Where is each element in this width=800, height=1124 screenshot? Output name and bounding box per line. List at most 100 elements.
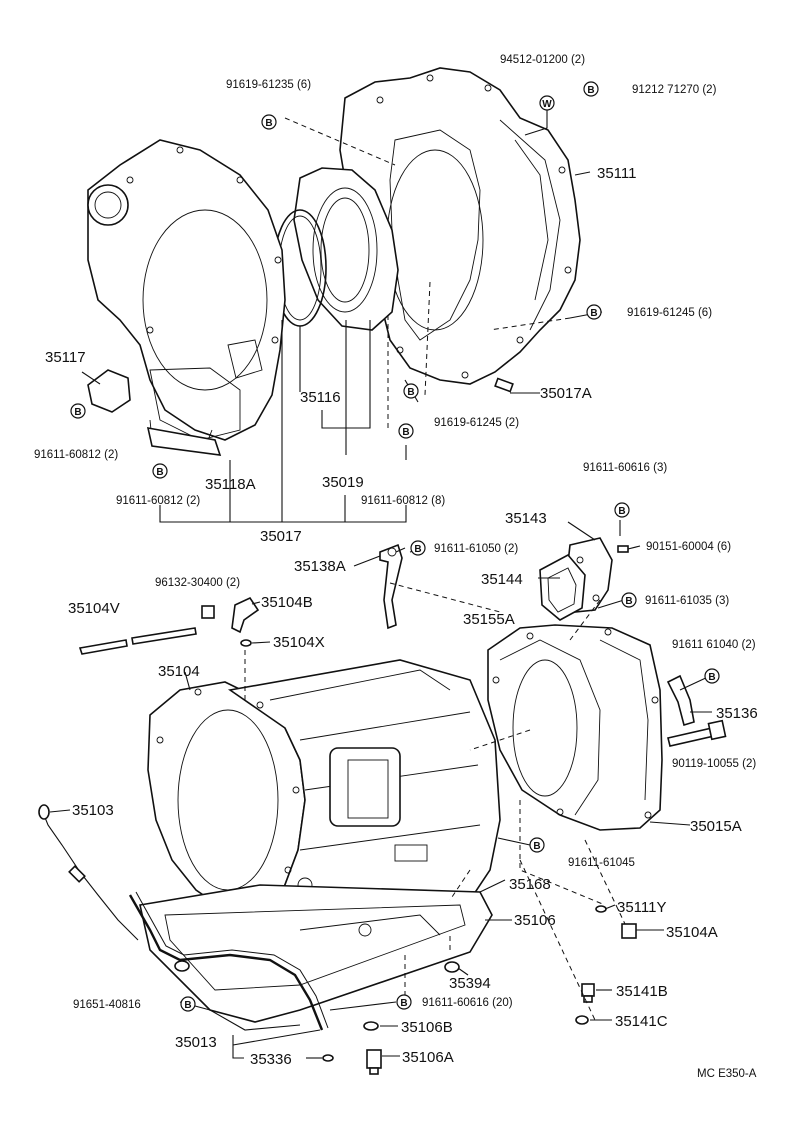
badge-b-91611-60812-mid: B	[152, 463, 168, 479]
label-35106b: 35106B	[401, 1019, 453, 1036]
svg-text:B: B	[590, 308, 597, 319]
svg-text:B: B	[618, 506, 625, 517]
callout-91611-60812-8: 91611-60812 (8)	[361, 495, 445, 507]
label-35141c: 35141C	[615, 1013, 668, 1030]
washer-35111y	[595, 905, 607, 913]
label-35136: 35136	[716, 705, 758, 722]
union-35104b	[201, 596, 260, 634]
label-35138a: 35138A	[294, 558, 346, 575]
label-35336: 35336	[250, 1051, 292, 1068]
svg-text:W: W	[542, 99, 552, 110]
svg-text:B: B	[402, 427, 409, 438]
gasket-35141c	[575, 1015, 589, 1025]
label-35104v: 35104V	[68, 600, 120, 617]
svg-text:B: B	[400, 998, 407, 1009]
callout-91611-60812-2b: 91611-60812 (2)	[116, 495, 200, 507]
bolt-90119	[667, 719, 727, 747]
gasket-35106b	[363, 1021, 379, 1031]
svg-text:B: B	[265, 118, 272, 129]
plate-35019	[293, 167, 399, 331]
badge-b-91651-40816: B	[180, 996, 196, 1012]
badge-b-91611-61045: B	[529, 837, 545, 853]
label-35106a: 35106A	[402, 1049, 454, 1066]
transmission-case-35104	[147, 659, 501, 926]
callout-91611-61040: 91611 61040 (2)	[672, 639, 756, 651]
callout-91619-61245-2: 91619-61245 (2)	[434, 417, 519, 429]
label-35019: 35019	[322, 474, 364, 491]
svg-text:B: B	[184, 1000, 191, 1011]
callout-91611-60616-20: 91611-60616 (20)	[422, 997, 513, 1009]
svg-text:B: B	[156, 467, 163, 478]
callout-96132-30400: 96132-30400 (2)	[155, 577, 240, 589]
badge-b-91619-61245-2: B	[403, 383, 419, 399]
badge-b-91611-60616-20: B	[396, 994, 412, 1010]
lever-35138a	[379, 543, 403, 630]
callout-91611-61045: 91611-61045	[568, 857, 635, 869]
badge-b-91212: B	[583, 81, 599, 97]
plug-35017a	[494, 377, 514, 393]
callout-91212-71270: 91212 71270 (2)	[632, 84, 717, 96]
svg-text:B: B	[533, 841, 540, 852]
label-35104x: 35104X	[273, 634, 325, 651]
svg-text:B: B	[587, 85, 594, 96]
label-35117: 35117	[45, 349, 86, 366]
plug-35106a	[366, 1049, 382, 1075]
diagram-reference-code: MC E350-A	[697, 1068, 757, 1080]
label-35017a: 35017A	[540, 385, 592, 402]
plug-35104a	[621, 923, 637, 939]
badge-b-91611-60616-3: B	[614, 502, 630, 518]
label-35155a: 35155A	[463, 611, 515, 628]
plug-35141b	[581, 983, 595, 1003]
ring-35104x	[240, 639, 252, 647]
callout-94512-01200: 94512-01200 (2)	[500, 54, 585, 66]
cover-35117	[87, 369, 131, 413]
washer-35336	[322, 1054, 334, 1062]
svg-text:B: B	[708, 672, 715, 683]
oil-pan-35106	[139, 884, 493, 1023]
label-35111: 35111	[597, 165, 637, 182]
label-35015a: 35015A	[690, 818, 742, 835]
label-35144: 35144	[481, 571, 523, 588]
extension-housing-35015a	[487, 624, 663, 831]
pipe-35104v	[78, 627, 197, 655]
svg-text:B: B	[407, 387, 414, 398]
svg-text:B: B	[74, 407, 81, 418]
tube-35013	[128, 891, 329, 1031]
dipstick-35103	[38, 804, 139, 941]
label-35168: 35168	[509, 876, 551, 893]
badge-b-91619-61245-6: B	[586, 304, 602, 320]
label-35143: 35143	[505, 510, 547, 527]
callout-91611-61050: 91611-61050 (2)	[434, 543, 518, 555]
badge-b-91611-61040: B	[704, 668, 720, 684]
callout-91611-60616-3: 91611-60616 (3)	[583, 462, 667, 474]
callout-91651-40816: 91651-40816	[73, 999, 141, 1011]
label-35118a: 35118A	[205, 476, 256, 493]
svg-text:B: B	[625, 596, 632, 607]
label-35013: 35013	[175, 1034, 217, 1051]
callout-91611-60812-2a: 91611-60812 (2)	[34, 449, 118, 461]
label-35104: 35104	[158, 663, 200, 680]
badge-b-91611-61035: B	[621, 592, 637, 608]
label-35141b: 35141B	[616, 983, 668, 1000]
badge-b-91611-60812-left: B	[70, 403, 86, 419]
label-35104b: 35104B	[261, 594, 313, 611]
callout-91611-61035: 91611-61035 (3)	[645, 595, 729, 607]
badge-b-91611-60812-8: B	[398, 423, 414, 439]
label-35394: 35394	[449, 975, 491, 992]
label-35111y: 35111Y	[617, 899, 667, 916]
label-35017: 35017	[260, 528, 302, 545]
label-35104a: 35104A	[666, 924, 718, 941]
badge-w-94512: W	[539, 95, 555, 111]
plate-35144	[539, 553, 586, 621]
callout-90151-60004: 90151-60004 (6)	[646, 541, 731, 553]
svg-text:B: B	[414, 544, 421, 555]
dashed-alignment-lines	[244, 117, 626, 1021]
label-35106: 35106	[514, 912, 556, 929]
screw-90151	[617, 545, 629, 553]
badge-b-91611-61050: B	[410, 540, 426, 556]
seal-35394	[444, 961, 460, 973]
label-35116: 35116	[300, 389, 341, 406]
cover-35118a	[146, 427, 222, 456]
callout-91619-61235: 91619-61235 (6)	[226, 79, 311, 91]
